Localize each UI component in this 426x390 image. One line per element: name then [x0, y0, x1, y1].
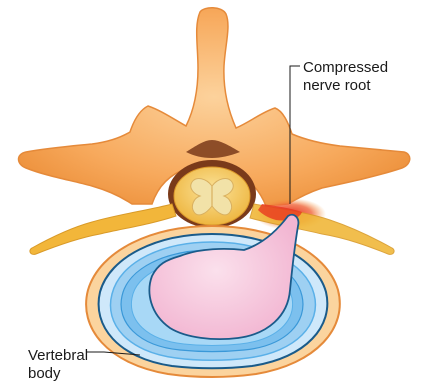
label-vertebral-line-1: Vertebral: [28, 347, 88, 364]
label-body-line-2: body: [28, 365, 61, 382]
label-nerve-root-line-2: nerve root: [303, 77, 371, 94]
label-compressed-line-1: Compressed: [303, 59, 388, 76]
spinal-canal: [168, 160, 256, 228]
vertebral-body: [86, 215, 340, 377]
